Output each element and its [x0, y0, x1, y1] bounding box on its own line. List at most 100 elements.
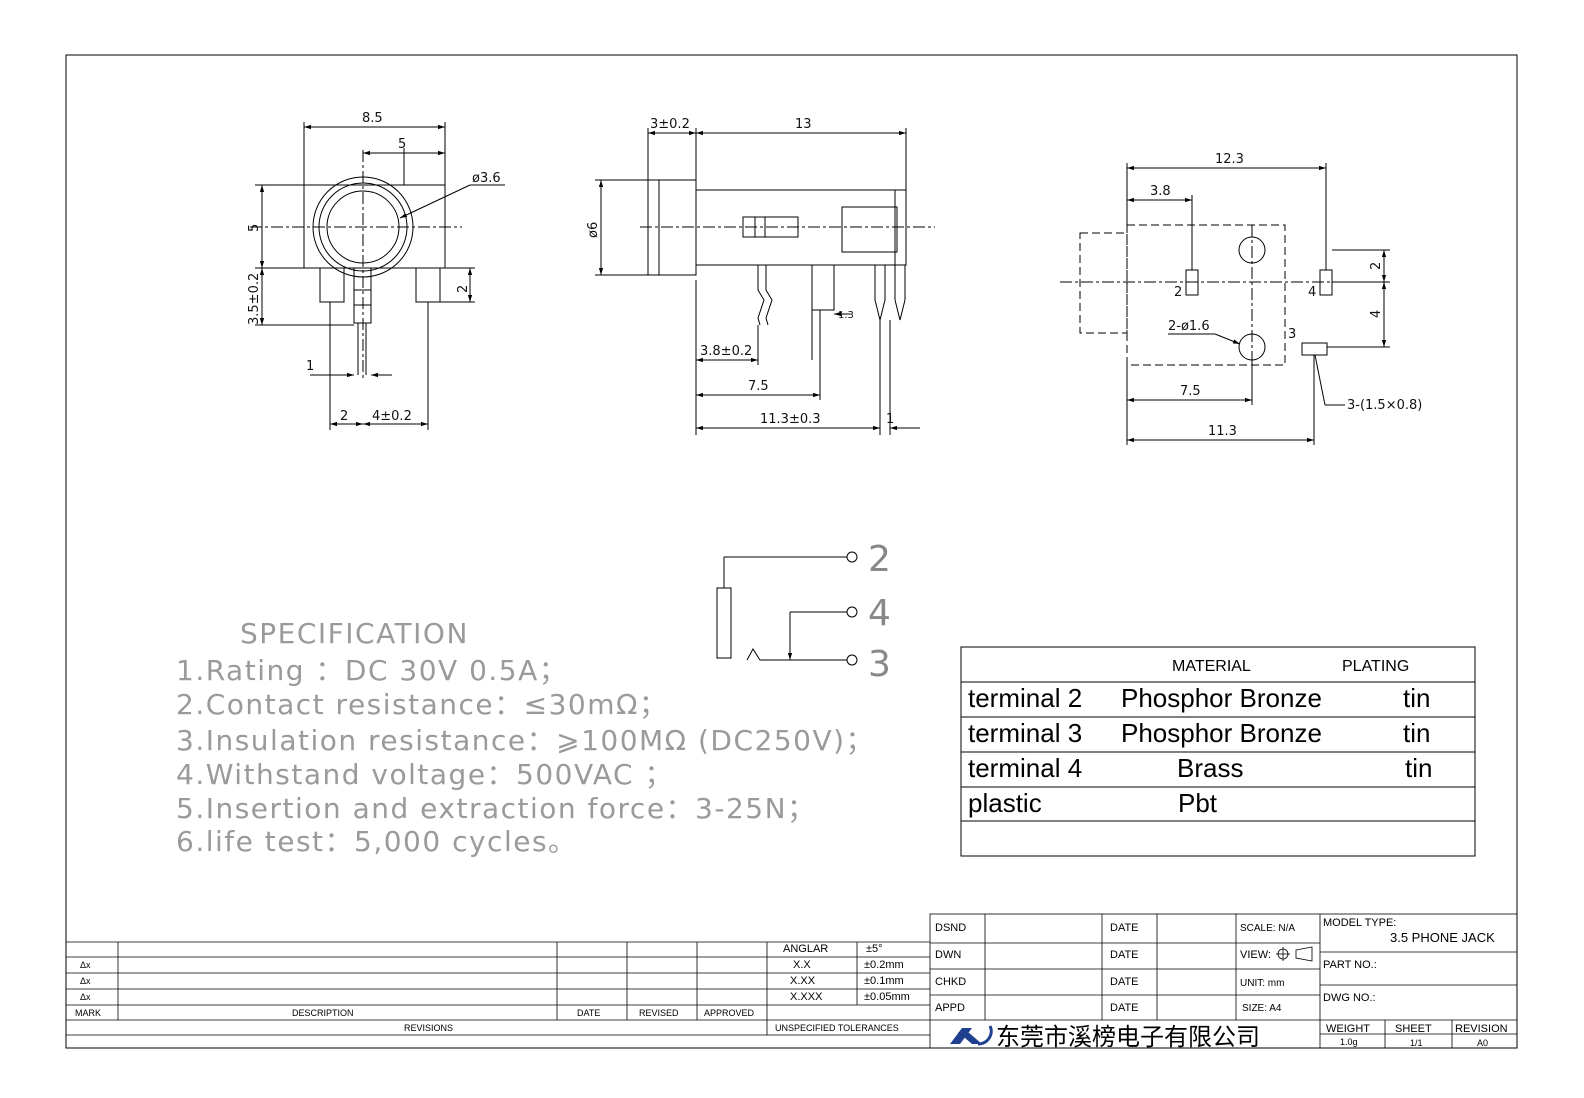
revision-label: REVISION — [1455, 1023, 1508, 1035]
revisions-grid — [66, 941, 930, 1036]
pad-label-3: 3 — [1288, 327, 1296, 342]
pin-label-4: 4 — [868, 593, 891, 634]
tol-xxx-value: ±0.05mm — [864, 991, 910, 1003]
dim-gap-1: 1 — [306, 359, 314, 374]
revision-value: A0 — [1477, 1038, 1488, 1048]
tol-x-value: ±0.2mm — [864, 959, 904, 971]
row-4-part: plastic — [968, 788, 1042, 818]
header-material: MATERIAL — [1172, 658, 1251, 675]
dim-hole-diameter: 2-ø1.6 — [1168, 319, 1210, 334]
spec-line-4: 4.Withstand voltage：500VAC ； — [176, 758, 674, 791]
dim-pitch-2: 2 — [340, 409, 348, 424]
row-4-material: Pbt — [1178, 788, 1218, 818]
dim-3-8: 3.8 — [1150, 184, 1171, 199]
row-1-part: terminal 2 — [968, 683, 1082, 713]
tol-xx-label: X.XX — [790, 975, 816, 987]
dim-width-8-5: 8.5 — [362, 111, 383, 126]
weight-value: 1.0g — [1340, 1037, 1358, 1047]
dim-height-5: 5 — [247, 224, 262, 232]
pad-label-4: 4 — [1308, 285, 1316, 300]
column-date: DATE — [577, 1008, 600, 1018]
column-approved: APPROVED — [704, 1008, 755, 1018]
side-view — [595, 128, 935, 435]
view-label: VIEW: — [1240, 949, 1271, 961]
tol-angle-value: ±5° — [866, 943, 883, 955]
pin-label-3: 3 — [868, 644, 891, 685]
row-3-part: terminal 4 — [968, 753, 1082, 783]
footprint-view — [1060, 163, 1390, 445]
title-block-text: DSND DWN CHKD APPD DATE DATE DATE DATE S… — [935, 917, 1508, 1051]
tol-x-label: X.X — [793, 959, 811, 971]
dim-body-13: 13 — [795, 117, 812, 132]
role-appd: APPD — [935, 1002, 965, 1014]
row-2-part: terminal 3 — [968, 718, 1082, 748]
dim-flange-3: 3±0.2 — [650, 117, 690, 132]
dim-width-5: 5 — [398, 137, 406, 152]
row-3-material: Brass — [1177, 753, 1243, 783]
header-plating: PLATING — [1342, 658, 1409, 675]
spec-title: SPECIFICATION — [240, 617, 469, 650]
dim-pitch-4: 4±0.2 — [372, 409, 412, 424]
scale-label: SCALE: N/A — [1240, 923, 1295, 934]
dim-4: 4 — [1369, 310, 1384, 318]
sheet-border — [65, 54, 1518, 1049]
material-table — [960, 646, 1476, 857]
dim-3-8: 3.8±0.2 — [700, 344, 752, 359]
spec-line-6: 6.life test：5,000 cycles。 — [176, 825, 578, 858]
dim-slot-size: 3-(1.5×0.8) — [1347, 398, 1422, 413]
dim-height-2: 2 — [456, 285, 471, 293]
dim-1: 1 — [886, 412, 894, 427]
weight-label: WEIGHT — [1326, 1023, 1370, 1035]
role-dsnd: DSND — [935, 922, 966, 934]
dim-diameter-3-6: ø3.6 — [472, 171, 501, 186]
projection-symbol-icon — [1276, 946, 1313, 962]
title-block-grid — [929, 913, 1518, 1049]
dwg-no-label: DWG NO.: — [1323, 992, 1376, 1004]
role-dwn: DWN — [935, 949, 961, 961]
delta-mark-3: Δx — [80, 992, 91, 1002]
pad-label-2: 2 — [1174, 285, 1182, 300]
role-chkd: CHKD — [935, 976, 966, 988]
spec-line-5: 5.Insertion and extraction force：3-25N； — [176, 792, 817, 825]
date-label-2: DATE — [1110, 949, 1139, 961]
tol-xxx-label: X.XXX — [790, 991, 823, 1003]
footprint-view-dimensions: 12.3 3.8 2 4 2 4 2-ø1.6 3 7.5 3-(1.5×0.8… — [1150, 152, 1422, 439]
dim-11-3: 11.3±0.3 — [760, 412, 821, 427]
row-3-plating: tin — [1405, 753, 1432, 783]
side-view-dimensions: 3±0.2 13 ø6 1.3 3.8±0.2 7.5 11.3±0.3 1 — [586, 117, 894, 427]
spec-line-3: 3.Insulation resistance：⩾100MΩ (DC250V)； — [176, 724, 875, 757]
date-label-3: DATE — [1110, 976, 1139, 988]
spec-line-2: 2.Contact resistance：≤30mΩ； — [176, 688, 668, 721]
size-label: SIZE: A4 — [1242, 1003, 1282, 1014]
dim-1-3: 1.3 — [838, 310, 854, 321]
company-name: 东莞市溪榜电子有限公司 — [996, 1023, 1260, 1051]
dim-7-5: 7.5 — [1180, 384, 1201, 399]
dim-diameter-6: ø6 — [586, 222, 601, 238]
front-view — [250, 122, 505, 430]
date-label-1: DATE — [1110, 922, 1139, 934]
tol-xx-value: ±0.1mm — [864, 975, 904, 987]
row-1-plating: tin — [1403, 683, 1430, 713]
front-view-dimensions: 8.5 5 ø3.6 5 3.5±0.2 2 1 2 4±0.2 — [247, 111, 501, 424]
dim-11-3: 11.3 — [1208, 424, 1237, 439]
company-logo-icon — [950, 1025, 993, 1046]
tolerances-footer: UNSPECIFIED TOLERANCES — [775, 1023, 899, 1033]
dim-height-3-5: 3.5±0.2 — [247, 273, 262, 325]
part-no-label: PART NO.: — [1323, 959, 1377, 971]
row-2-material: Phosphor Bronze — [1121, 718, 1322, 748]
row-2-plating: tin — [1403, 718, 1430, 748]
column-revised: REVISED — [639, 1008, 679, 1018]
schematic-pins: 2 4 3 — [868, 539, 891, 685]
revisions-text: Δx Δx Δx MARK DESCRIPTION DATE REVISED A… — [75, 943, 910, 1033]
delta-mark-2: Δx — [80, 976, 91, 986]
revisions-footer: REVISIONS — [404, 1023, 453, 1033]
dim-2: 2 — [1369, 262, 1384, 270]
dim-12-3: 12.3 — [1215, 152, 1244, 167]
model-type-value: 3.5 PHONE JACK — [1390, 930, 1495, 945]
column-mark: MARK — [75, 1008, 101, 1018]
date-label-4: DATE — [1110, 1002, 1139, 1014]
specification-block: SPECIFICATION 1.Rating ：DC 30V 0.5A； 2.C… — [176, 617, 875, 858]
unit-label: UNIT: mm — [1240, 978, 1284, 989]
column-description: DESCRIPTION — [292, 1008, 354, 1018]
